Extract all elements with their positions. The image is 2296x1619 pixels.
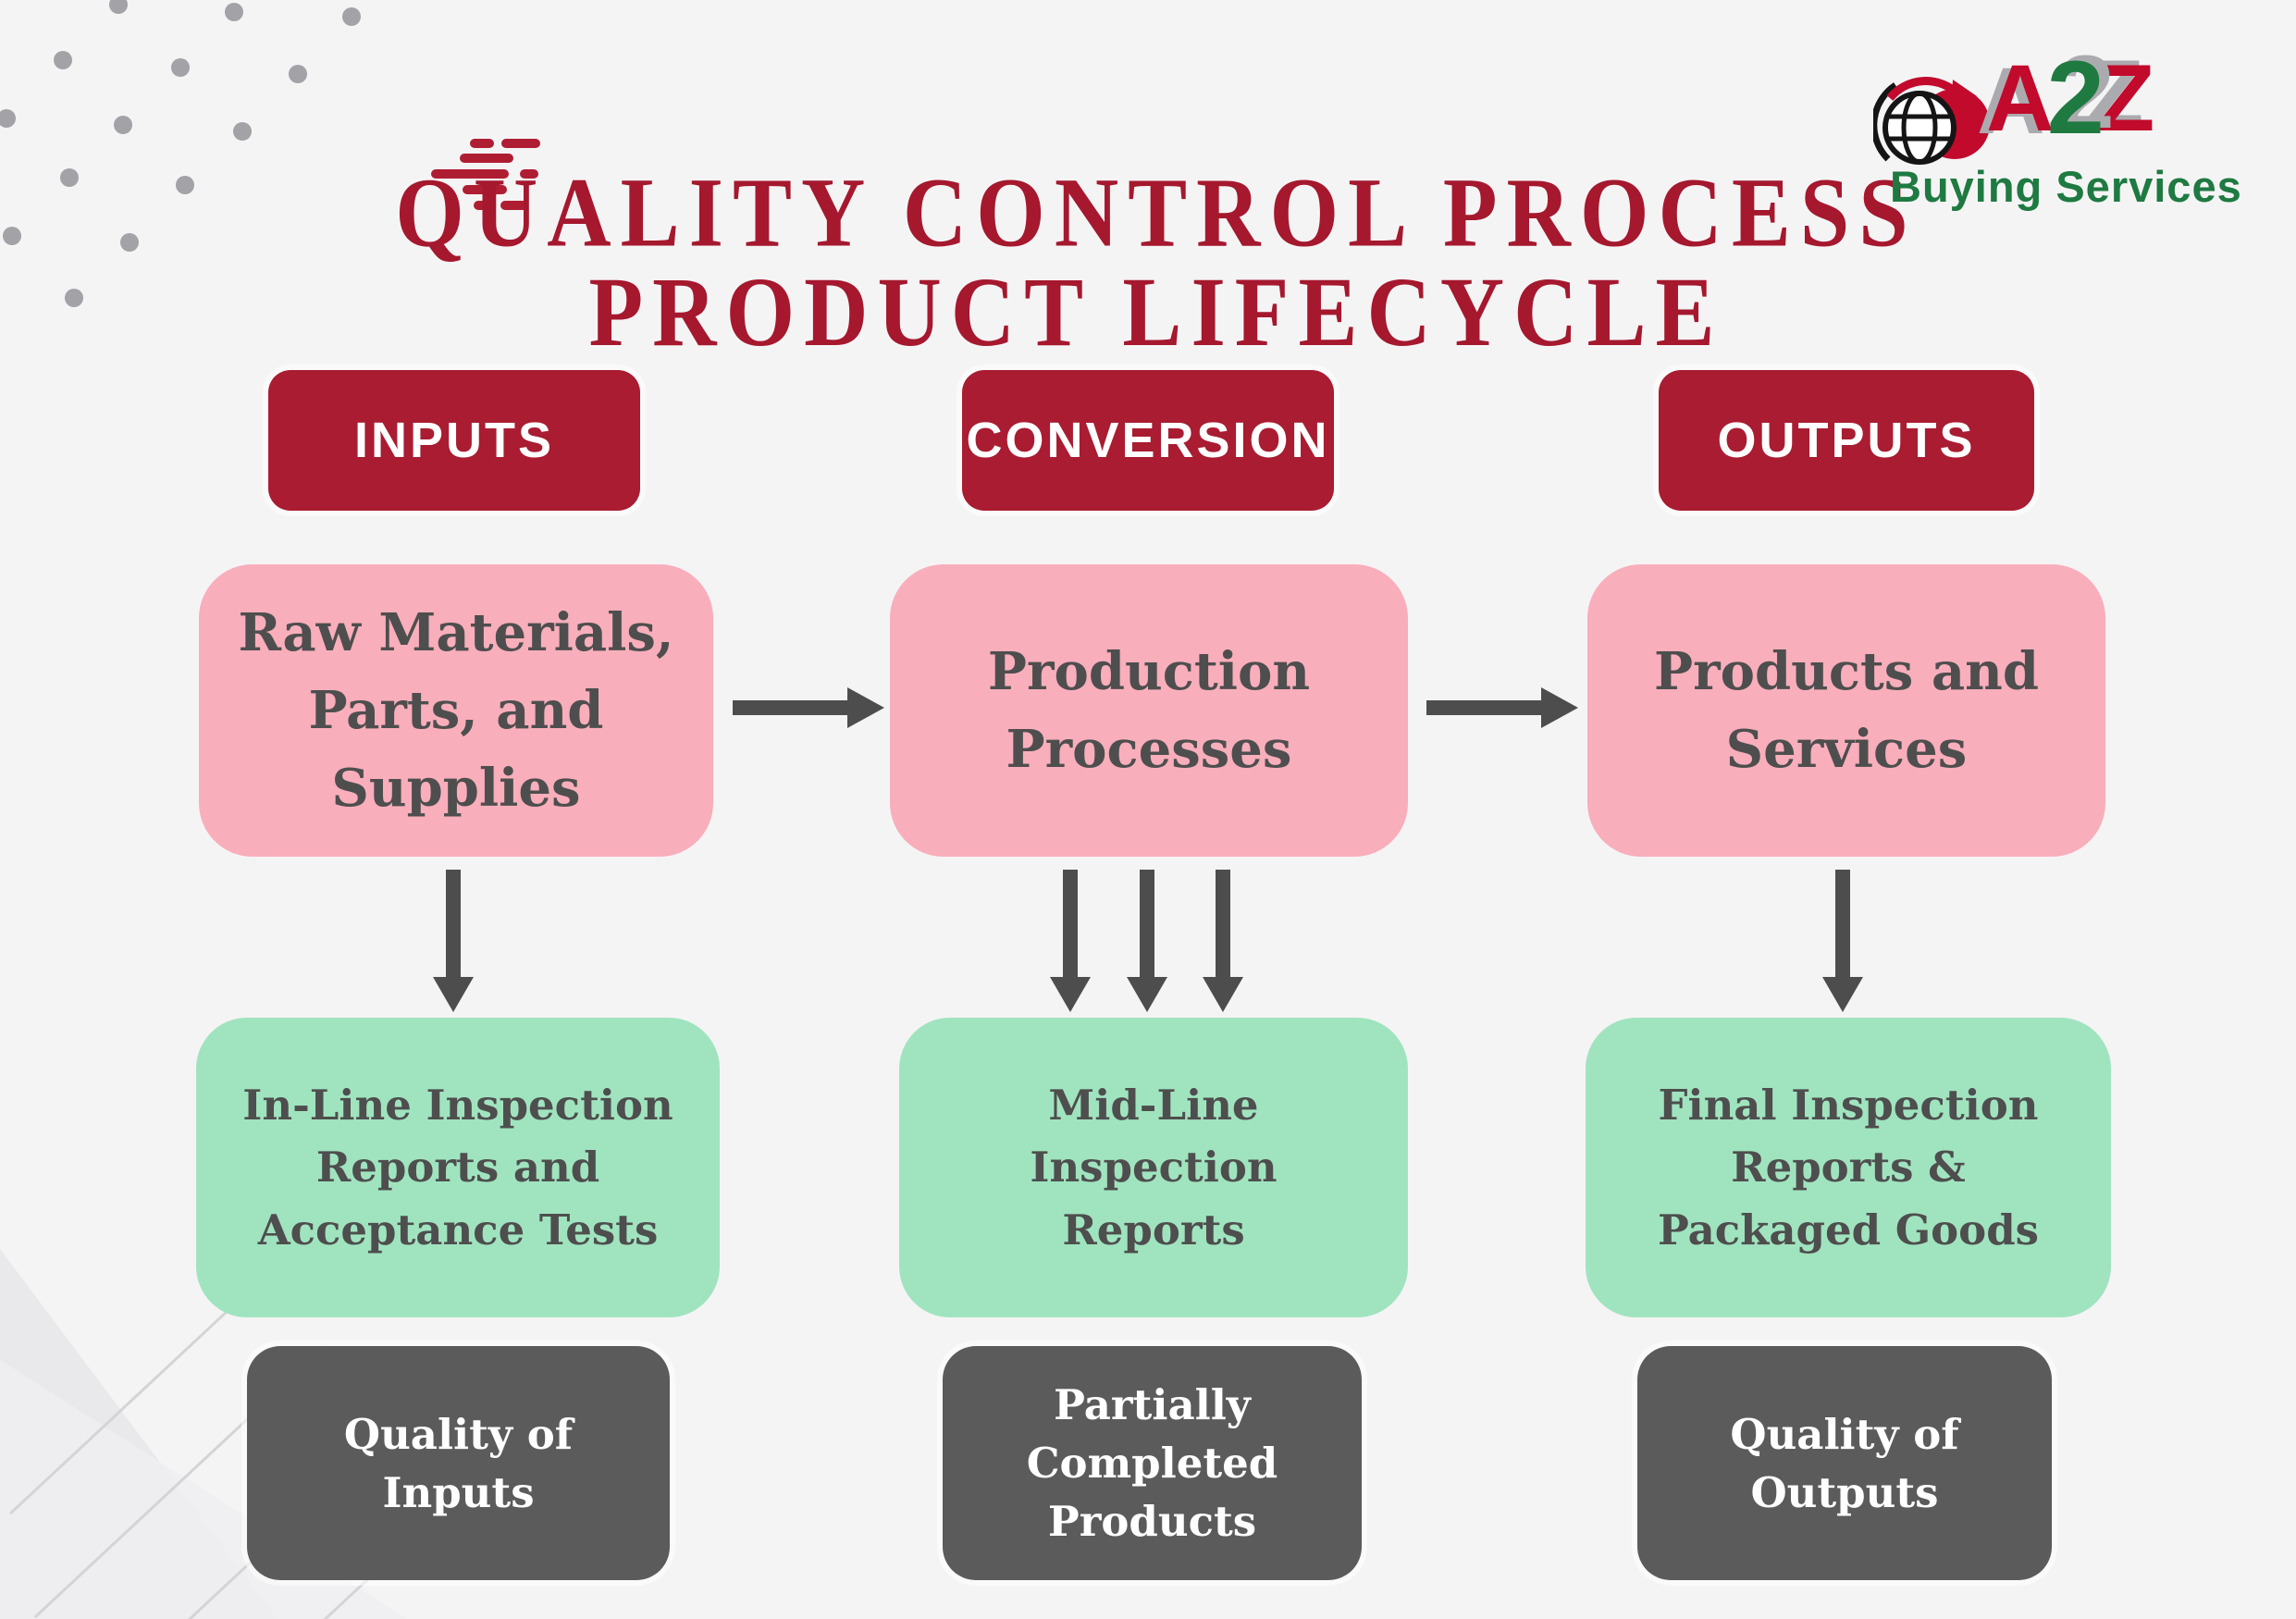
header-inputs: INPUTS (268, 370, 640, 511)
flow-arrow-right-2 (1426, 687, 1578, 728)
down-arrow-outputs (1822, 870, 1863, 1012)
logo-letter-2: 2 (2046, 40, 2105, 155)
decorative-dot (65, 289, 83, 307)
decorative-dot (120, 233, 139, 252)
down-arrow-conversion-1 (1050, 870, 1091, 1012)
result-box-quality-outputs: Quality of Outputs (1637, 1346, 2052, 1580)
decorative-dot (289, 65, 307, 83)
a2z-logo: A2Z Buying Services (1873, 46, 2242, 229)
logo-wordmark: A2Z (1986, 44, 2154, 151)
decorative-dot (225, 3, 243, 21)
logo-letter-a: A (1986, 45, 2055, 151)
stage-box-raw-materials: Raw Materials, Parts, and Supplies (199, 564, 713, 857)
decorative-dot (0, 109, 16, 128)
header-outputs: OUTPUTS (1659, 370, 2034, 511)
page-title: QUALITY CONTROL PROCESS PRODUCT LIFECYCL… (278, 163, 2035, 362)
result-box-quality-inputs: Quality of Inputs (247, 1346, 670, 1580)
down-arrow-inputs (433, 870, 474, 1012)
decorative-dot (176, 176, 194, 194)
decorative-dot (233, 122, 252, 141)
decorative-dot (3, 227, 21, 245)
down-arrow-conversion-3 (1203, 870, 1243, 1012)
down-arrow-conversion-2 (1127, 870, 1167, 1012)
inspection-box-inline: In-Line Inspection Reports and Acceptanc… (196, 1018, 720, 1317)
flow-arrow-right-1 (733, 687, 884, 728)
result-box-partially-completed: Partially Completed Products (943, 1346, 1362, 1580)
stage-box-production-processes: Production Processes (890, 564, 1408, 857)
logo-subtitle: Buying Services (1890, 162, 2242, 211)
decorative-dot (54, 51, 72, 69)
decorative-dot (342, 7, 361, 26)
title-line-1: QUALITY CONTROL PROCESS (395, 156, 1918, 268)
globe-icon (1873, 77, 1990, 165)
inspection-box-final: Final Inspection Reports & Packaged Good… (1586, 1018, 2111, 1317)
logo-letter-z: Z (2096, 45, 2154, 151)
decorative-dot (114, 116, 132, 134)
decorative-dot (60, 168, 79, 187)
decorative-dot (109, 0, 128, 14)
header-conversion: CONVERSION (962, 370, 1334, 511)
inspection-box-midline: Mid-Line Inspection Reports (899, 1018, 1408, 1317)
decorative-dot (171, 58, 190, 77)
stage-box-products-services: Products and Services (1587, 564, 2105, 857)
title-line-2: PRODUCT LIFECYCLE (588, 256, 1724, 367)
